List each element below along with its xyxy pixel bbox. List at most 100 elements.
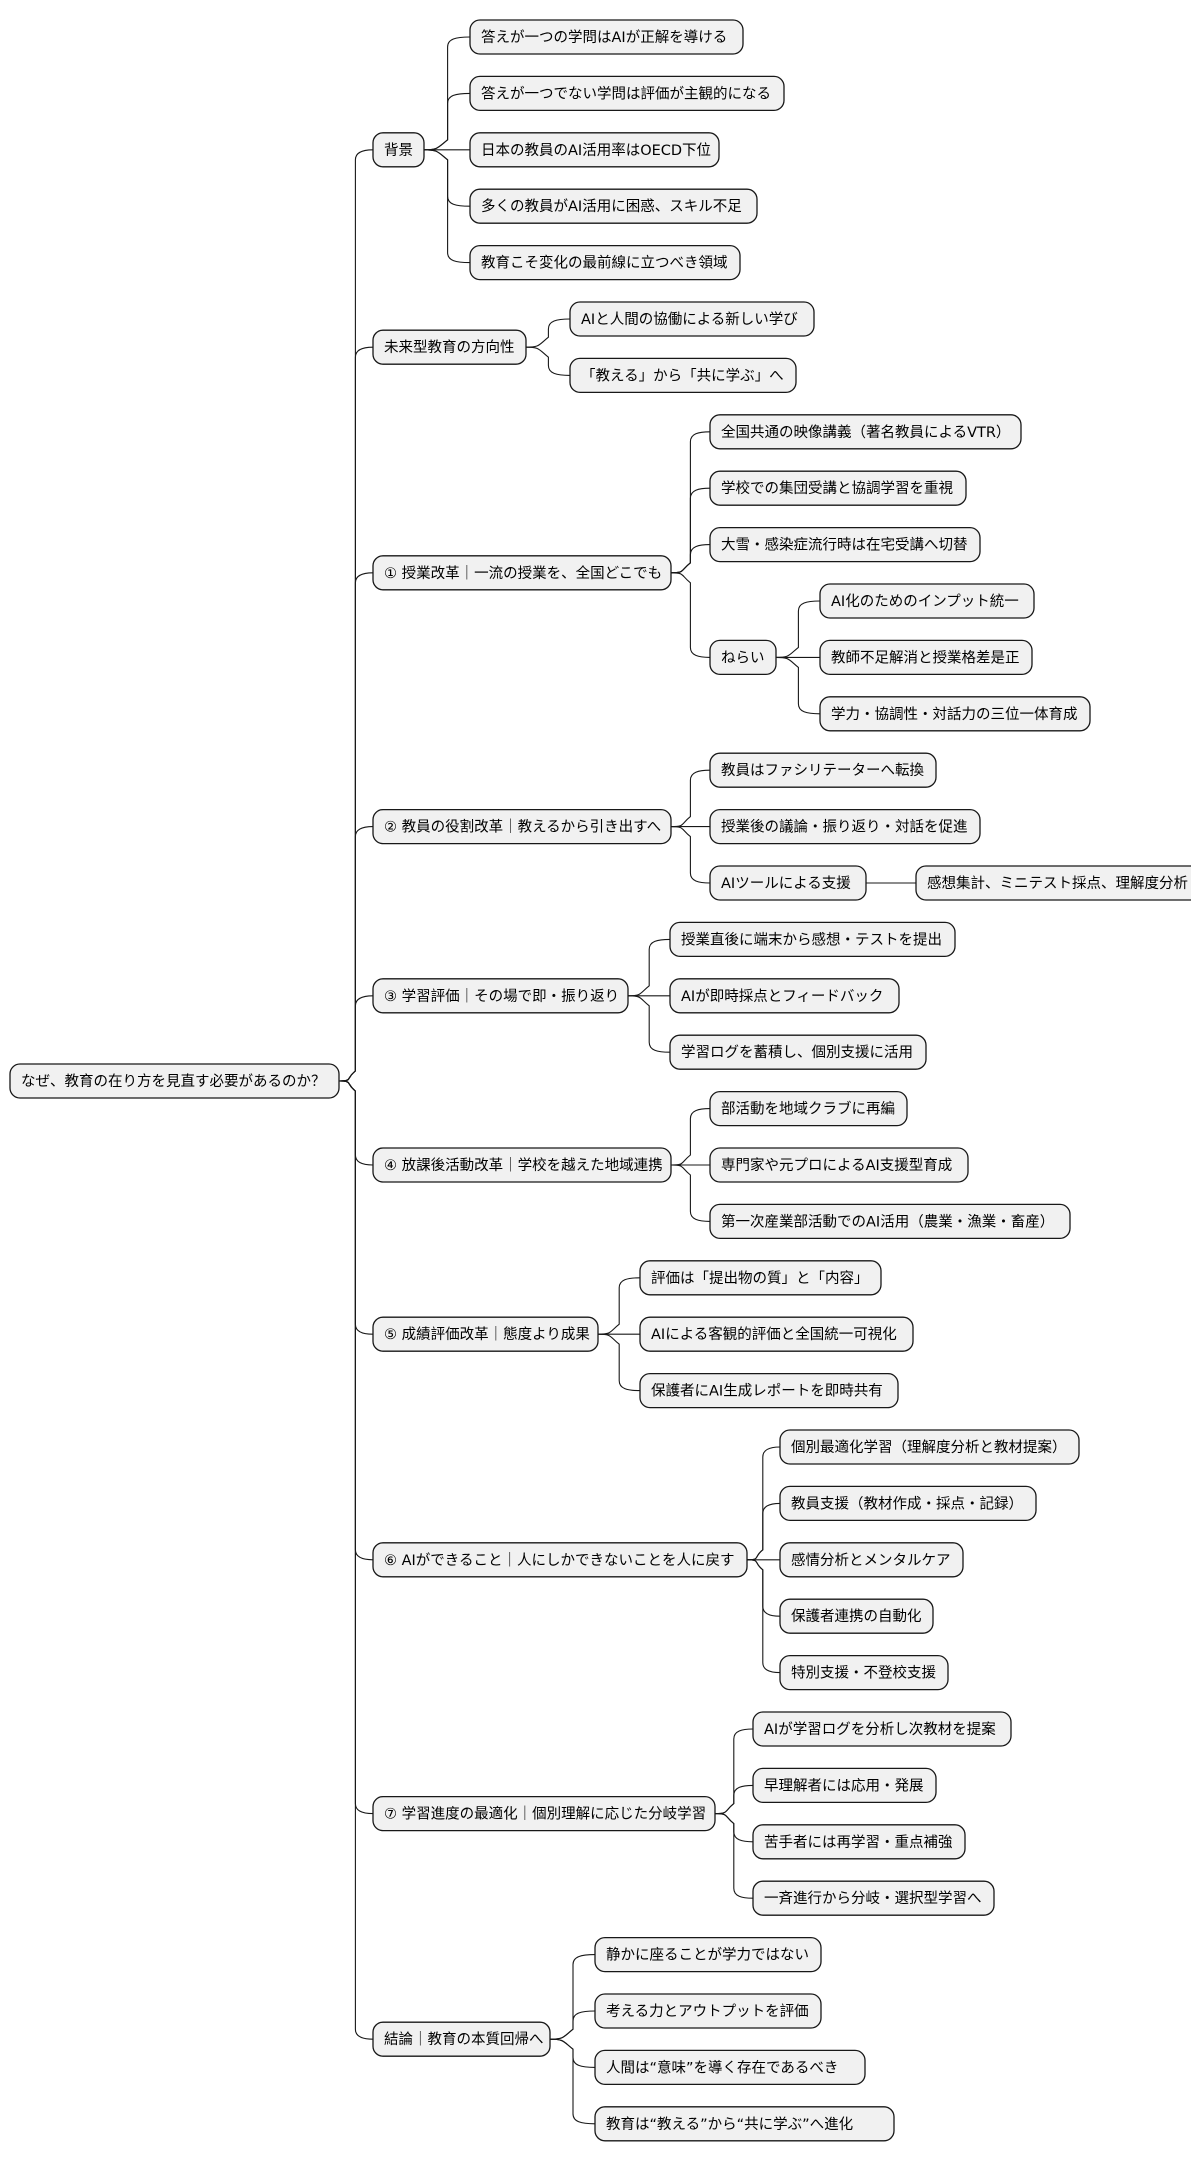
- branch-topic-box: [372, 1542, 748, 1578]
- edge-branch-to-child: [670, 1108, 711, 1166]
- mindmap-nodes: なぜ、教育の在り方を見直す必要があるのか？ 背景 答えが一つの学問はAIが正解を導け…: [9, 19, 1191, 2142]
- leaf-topic-box: [639, 1316, 914, 1352]
- leaf-topic-label: 学習ログを蓄積し、個別支援に活用: [681, 1044, 913, 1061]
- leaf-topic-label: 大雪・感染症流行時は在宅受講へ切替: [721, 537, 968, 554]
- edge-branch-to-child: [670, 544, 711, 574]
- edge-child-to-leaf: [775, 656, 821, 715]
- leaf-topic-box: [709, 414, 1022, 450]
- leaf-topic-label: 学力・協調性・対話力の三位一体育成: [831, 706, 1078, 723]
- branch-topic-label: 背景: [384, 142, 413, 159]
- root-topic-label: なぜ、教育の在り方を見直す必要があるのか？: [21, 1073, 326, 1090]
- leaf-topic-box: [779, 1485, 1037, 1522]
- branch-topic-box: [372, 1147, 672, 1183]
- edge-root-to-branch: [338, 346, 374, 1082]
- branch-topic-box: [372, 132, 425, 168]
- leaf-topic-label: 保護者連携の自動化: [791, 1608, 922, 1625]
- leaf-topic-label: 答えが一つでない学問は評価が主観的になる: [481, 85, 771, 102]
- leaf-topic-box: [709, 808, 981, 845]
- branch-topic-label: ⑤ 成績評価改革｜態度より成果: [384, 1326, 590, 1343]
- branch-topic: ⑦ 学習進度の最適化｜個別理解に応じた分岐学習: [372, 1795, 716, 1832]
- leaf-topic-label: 苦手者には再学習・重点補強: [764, 1834, 953, 1851]
- branch-topic: ⑤ 成績評価改革｜態度より成果: [372, 1316, 599, 1352]
- edge-root-to-branch: [338, 1080, 374, 1166]
- branch-topic-box: [372, 329, 527, 365]
- leaf-topic: 人間は“意味”を導く存在であるべき: [594, 2049, 866, 2086]
- branch-topic-label: ④ 放課後活動改革｜学校を越えた地域連携: [384, 1157, 663, 1174]
- leaf-topic-label: AIが学習ログを分析し次教材を提案: [764, 1720, 996, 1738]
- leaf-topic: 「教える」から「共に学ぶ」へ: [569, 357, 797, 394]
- leaf-topic: AI化のためのインプット統一: [819, 583, 1035, 619]
- branch-topic-box: [372, 978, 629, 1014]
- branch-topic: 未来型教育の方向性: [372, 329, 527, 365]
- subtopic-group-label: AIツールによる支援: [721, 875, 851, 892]
- root-topic: なぜ、教育の在り方を見直す必要があるのか？: [9, 1063, 340, 1099]
- leaf-topic: 専門家や元プロによるAI支援型育成: [709, 1147, 969, 1183]
- edge-branch-to-child: [670, 572, 711, 658]
- leaf-topic-box: [669, 921, 956, 958]
- leaf-topic-box: [779, 1654, 949, 1691]
- edge-branch-to-child: [597, 1333, 641, 1392]
- leaf-topic-label: 個別最適化学習（理解度分析と教材提案）: [791, 1438, 1067, 1456]
- leaf-topic: 早理解者には応用・発展: [752, 1767, 937, 1804]
- branch-topic-box: [372, 808, 672, 845]
- leaf-topic: 大雪・感染症流行時は在宅受講へ切替: [709, 526, 981, 563]
- leaf-topic-label: 全国共通の映像講義（著名教員によるVTR）: [721, 423, 1010, 441]
- leaf-topic-label: 教育は“教える”から“共に学ぶ”へ進化: [606, 2116, 853, 2133]
- leaf-topic: 第一次産業部活動でのAI活用（農業・漁業・畜産）: [709, 1203, 1071, 1240]
- edge-root-to-branch: [338, 995, 374, 1082]
- subtopic-group-box: [709, 639, 777, 676]
- leaf-topic-label: 教員支援（教材作成・採点・記録）: [791, 1495, 1023, 1512]
- leaf-topic-label: 日本の教員のAI活用率はOECD下位: [481, 142, 711, 159]
- edge-branch-to-child: [423, 149, 471, 207]
- leaf-topic-box: [469, 244, 741, 281]
- edge-branch-to-child: [549, 2038, 596, 2125]
- subtopic-group: AIツールによる支援: [709, 865, 867, 901]
- leaf-topic: 教育は“教える”から“共に学ぶ”へ進化: [594, 2106, 895, 2142]
- leaf-topic-label: 専門家や元プロによるAI支援型育成: [721, 1157, 952, 1174]
- edge-root-to-branch: [338, 1080, 374, 2040]
- leaf-topic-box: [709, 752, 937, 788]
- leaf-topic: 保護者にAI生成レポートを即時共有: [639, 1372, 899, 1409]
- edge-branch-to-child: [746, 1502, 781, 1561]
- leaf-topic-label: 感想集計、ミニテスト採点、理解度分析: [927, 875, 1188, 892]
- leaf-topic-label: 特別支援・不登校支援: [791, 1665, 936, 1682]
- leaf-topic-box: [779, 1598, 934, 1634]
- leaf-topic-label: 多くの教員がAI活用に困惑、スキル不足: [481, 198, 742, 215]
- edge-branch-to-child: [525, 346, 571, 376]
- leaf-topic-label: 「教える」から「共に学ぶ」へ: [581, 367, 784, 384]
- leaf-topic-box: [819, 696, 1091, 732]
- leaf-topic-box: [669, 1034, 927, 1070]
- branch-topic-box: [372, 2021, 551, 2057]
- edge-root-to-branch: [338, 1080, 374, 1815]
- leaf-topic: 感想集計、ミニテスト採点、理解度分析: [915, 865, 1191, 901]
- leaf-topic-box: [594, 2106, 895, 2142]
- subtopic-group: ねらい: [709, 639, 777, 676]
- branch-topic: ④ 放課後活動改革｜学校を越えた地域連携: [372, 1147, 672, 1183]
- leaf-topic-label: 一斉進行から分岐・選択型学習へ: [764, 1890, 982, 1907]
- leaf-topic-box: [752, 1824, 966, 1860]
- leaf-topic: 日本の教員のAI活用率はOECD下位: [469, 132, 720, 168]
- leaf-topic-box: [752, 1880, 995, 1916]
- leaf-topic-label: 人間は“意味”を導く存在であるべき: [606, 2058, 838, 2076]
- leaf-topic: 答えが一つでない学問は評価が主観的になる: [469, 75, 785, 112]
- branch-topic-label: ③ 学習評価｜その場で即・振り返り: [384, 988, 619, 1005]
- leaf-topic-label: 第一次産業部活動でのAI活用（農業・漁業・畜産）: [721, 1212, 1054, 1230]
- edge-branch-to-child: [670, 826, 711, 884]
- leaf-topic: 教員支援（教材作成・採点・記録）: [779, 1485, 1037, 1522]
- edge-branch-to-child: [746, 1559, 781, 1674]
- leaf-topic-box: [594, 2049, 866, 2086]
- leaf-topic-box: [752, 1711, 1012, 1747]
- leaf-topic-label: 答えが一つの学問はAIが正解を導ける: [481, 29, 727, 46]
- leaf-topic: 学習ログを蓄積し、個別支援に活用: [669, 1034, 927, 1070]
- subtopic-group-label: ねらい: [721, 649, 765, 666]
- edge-branch-to-child: [670, 1164, 711, 1222]
- edge-root-to-branch: [338, 1080, 374, 1561]
- branch-topic: 結論｜教育の本質回帰へ: [372, 2021, 551, 2057]
- leaf-topic: 多くの教員がAI活用に困惑、スキル不足: [469, 188, 758, 224]
- leaf-topic: 教育こそ変化の最前線に立つべき領域: [469, 244, 741, 281]
- leaf-topic-label: 教師不足解消と授業格差是正: [831, 649, 1020, 666]
- leaf-topic: 答えが一つの学問はAIが正解を導ける: [469, 19, 744, 55]
- leaf-topic-box: [469, 188, 758, 224]
- leaf-topic-box: [469, 75, 785, 112]
